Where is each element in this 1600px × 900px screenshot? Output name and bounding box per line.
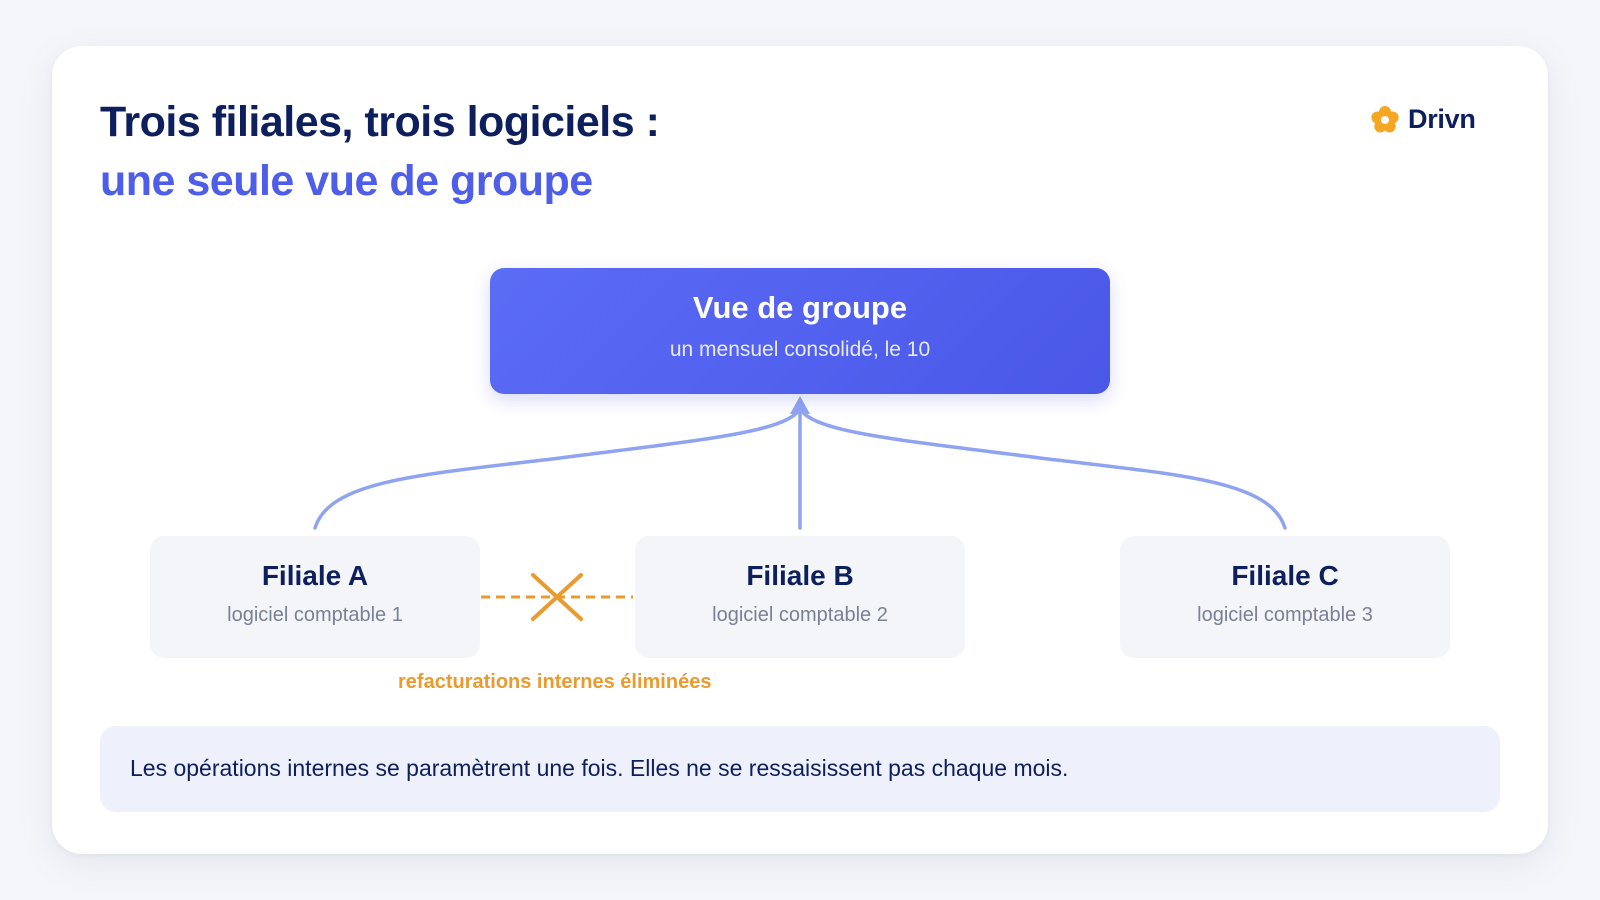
group-view-subtitle: un mensuel consolidé, le 10	[669, 338, 931, 361]
cross-icon	[531, 573, 583, 621]
elimination-label: refacturations internes éliminées	[398, 671, 712, 693]
arrow-head-icon	[790, 396, 810, 414]
page-subtitle: une seule vue de groupe	[100, 157, 593, 205]
entity-box-b: Filiale B logiciel comptable 2	[635, 536, 965, 658]
entity-name: Filiale B	[746, 560, 854, 591]
connector-c	[798, 406, 1287, 530]
group-view-box: Vue de groupe un mensuel consolidé, le 1…	[490, 268, 1110, 394]
entity-software: logiciel comptable 2	[712, 604, 888, 626]
flower-icon	[1371, 105, 1399, 132]
brand-logo: Drivn	[1370, 104, 1476, 135]
callout-text: Les opérations internes se paramètrent u…	[130, 755, 1069, 781]
entity-box-c: Filiale C logiciel comptable 3	[1120, 536, 1450, 658]
entity-software: logiciel comptable 1	[227, 604, 403, 626]
callout-box: Les opérations internes se paramètrent u…	[100, 726, 1500, 812]
group-view-title: Vue de groupe	[692, 290, 908, 325]
entity-software: logiciel comptable 3	[1197, 604, 1373, 626]
page-title: Trois filiales, trois logiciels :	[100, 98, 660, 146]
entity-name: Filiale A	[261, 560, 369, 591]
connector-a	[313, 406, 802, 530]
entity-box-a: Filiale A logiciel comptable 1	[150, 536, 480, 658]
entity-name: Filiale C	[1231, 560, 1339, 591]
brand-name: Drivn	[1408, 104, 1476, 134]
